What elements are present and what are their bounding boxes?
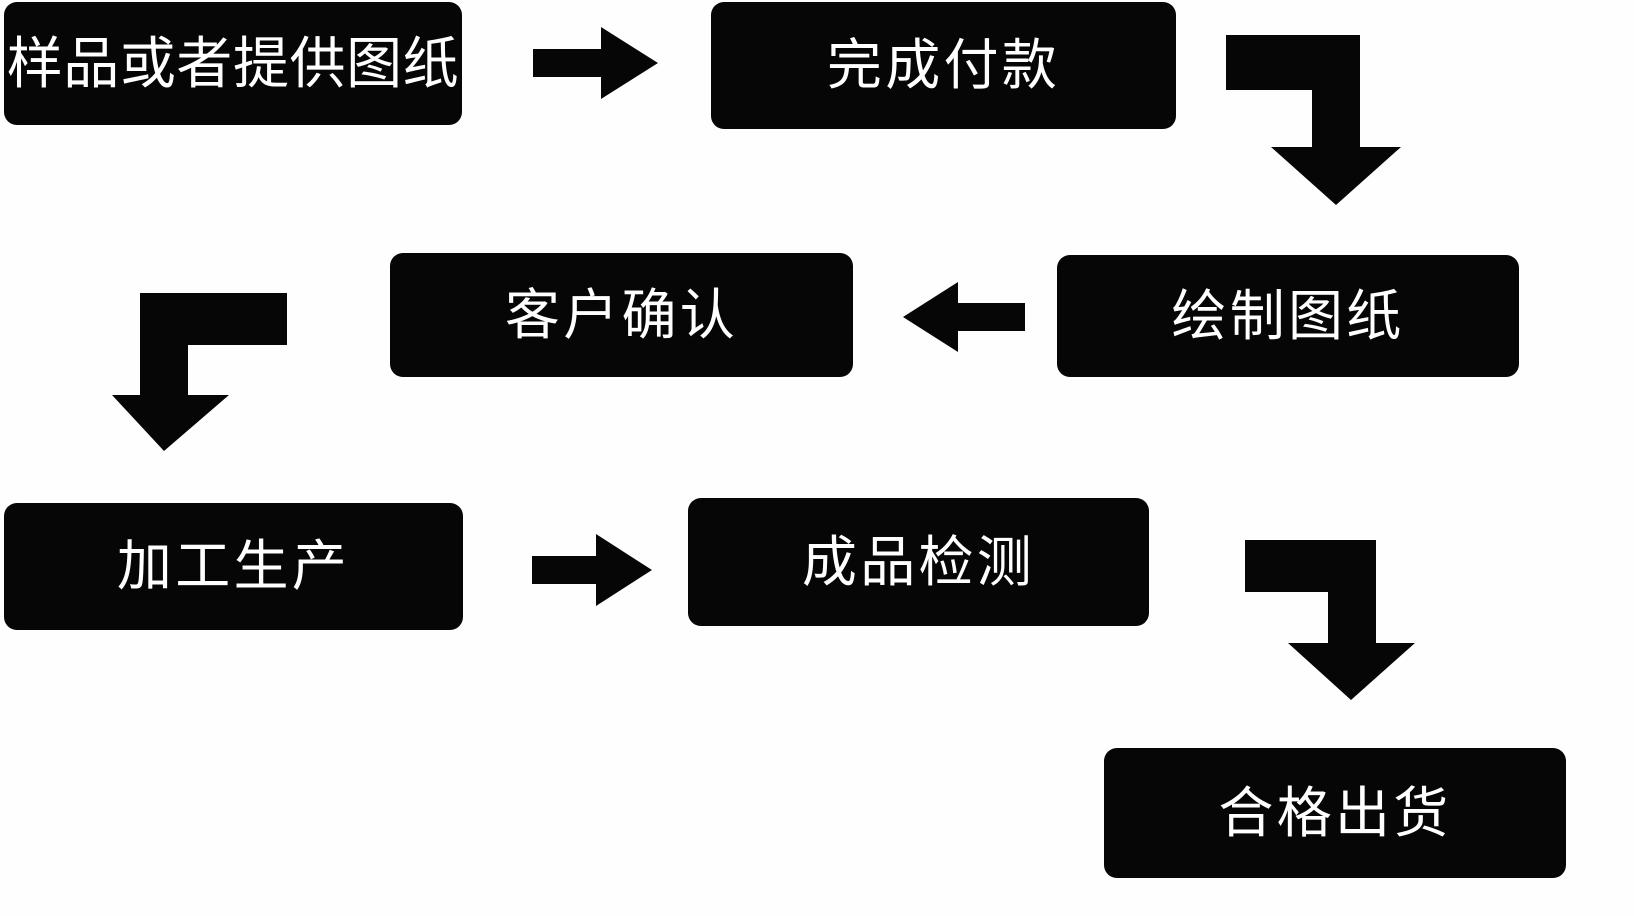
flow-node-produce[interactable]: 加工生产	[4, 503, 463, 630]
arrow-left-draw-to-confirm	[903, 282, 1025, 352]
arrow-right-produce-to-inspect	[532, 534, 652, 606]
flow-node-ship[interactable]: 合格出货	[1104, 748, 1566, 878]
flow-node-sample[interactable]: 样品或者提供图纸	[4, 2, 462, 125]
arrow-right-sample-to-payment	[533, 27, 658, 99]
arrow-elbow-inspect-to-ship	[1245, 540, 1415, 700]
flow-node-payment[interactable]: 完成付款	[711, 2, 1176, 129]
flow-node-inspect[interactable]: 成品检测	[688, 498, 1149, 626]
flow-node-confirm[interactable]: 客户确认	[390, 253, 853, 377]
arrow-elbow-payment-to-draw	[1226, 35, 1401, 205]
flow-node-draw[interactable]: 绘制图纸	[1057, 255, 1519, 377]
arrow-elbow-confirm-to-produce	[112, 293, 287, 451]
